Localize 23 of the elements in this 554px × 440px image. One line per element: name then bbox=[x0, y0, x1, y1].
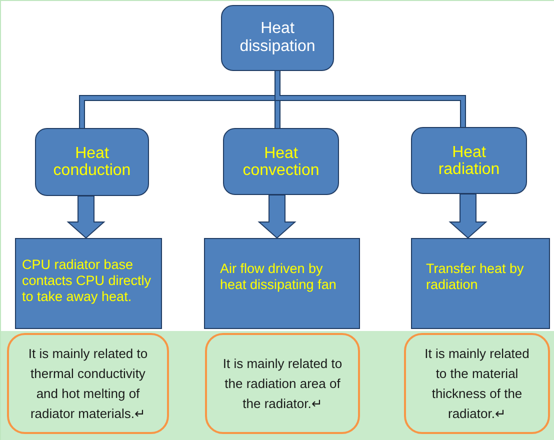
category-process-box bbox=[411, 127, 527, 194]
description-box bbox=[411, 238, 550, 329]
note-text: It is mainly related to thermal conductivity and hot melting of radiator materials.↵ bbox=[27, 344, 149, 422]
category-title: Heat convection bbox=[242, 144, 320, 178]
note-text: It is mainly related to the material thickness of the radiator.↵ bbox=[424, 344, 530, 422]
note-box bbox=[205, 333, 360, 434]
category-process-box bbox=[223, 128, 339, 195]
root-process-box bbox=[221, 5, 334, 71]
description-text: Transfer heat by radiation bbox=[426, 261, 525, 293]
description-box bbox=[204, 238, 360, 329]
category-title: Heat conduction bbox=[52, 145, 132, 179]
note-box bbox=[404, 333, 550, 434]
description-text: CPU radiator base contacts CPU directly to take away heat. bbox=[22, 257, 152, 305]
block-arrow bbox=[66, 196, 106, 239]
note-box bbox=[7, 333, 169, 434]
note-text: It is mainly related to the radiation area of the radiator.↵ bbox=[222, 354, 344, 412]
block-arrow bbox=[258, 194, 296, 239]
category-process-box bbox=[35, 128, 149, 196]
description-text: Air flow driven by heat dissipating fan bbox=[220, 261, 338, 293]
block-arrow bbox=[448, 194, 488, 239]
category-title: Heat radiation bbox=[437, 144, 501, 178]
description-box bbox=[15, 238, 162, 329]
root-title: Heat dissipation bbox=[238, 20, 316, 56]
